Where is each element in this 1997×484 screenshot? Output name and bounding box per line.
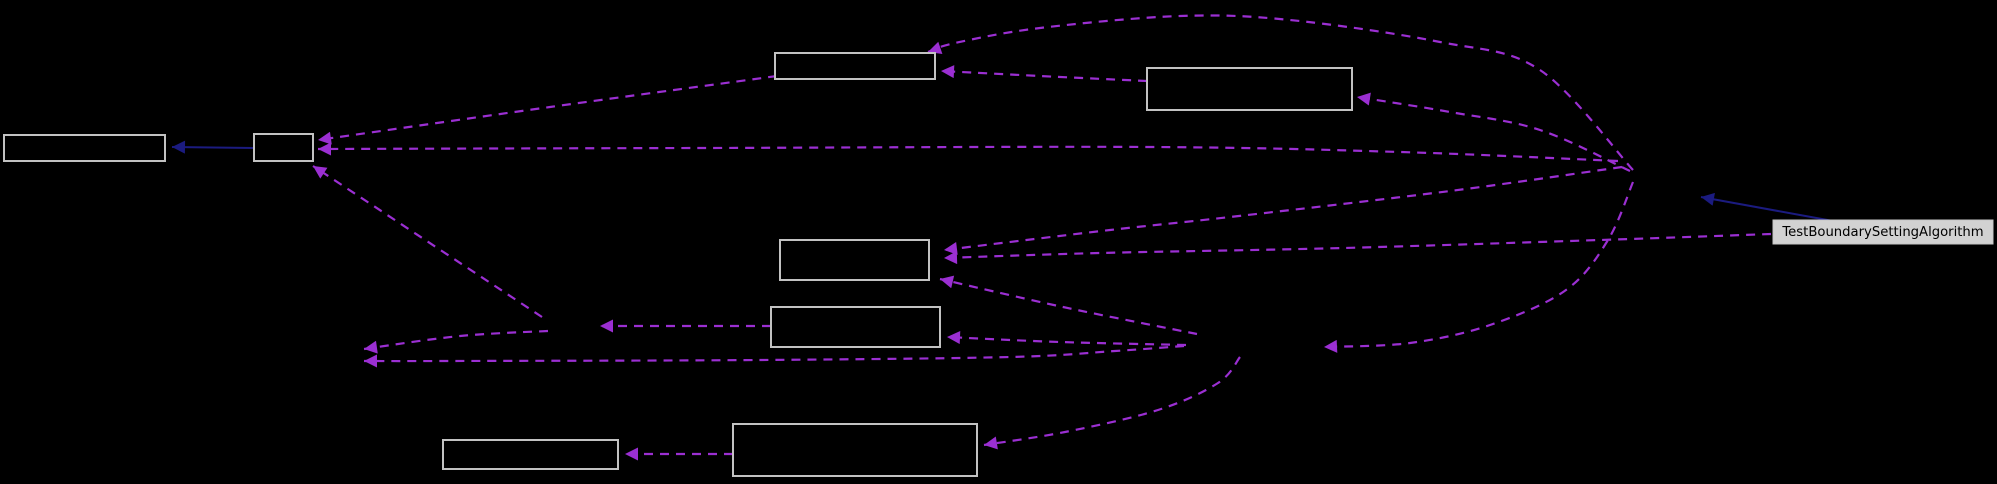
edge-lowhub-to-box5-corner (939, 275, 1198, 336)
node-box8-box[interactable] (732, 423, 978, 477)
edge-boxA-to-box2 (317, 74, 778, 145)
edge-hub-to-lowhub (1323, 181, 1635, 353)
edge-lowhub-to-left (363, 344, 1185, 368)
node-box6-box[interactable] (770, 306, 941, 348)
edge-test-to-hub (1700, 192, 1834, 222)
node-box6[interactable] (770, 306, 941, 348)
node-box7[interactable] (442, 439, 619, 470)
edge-mid-to-box2-corner (312, 165, 543, 318)
edge-hub-to-box2 (317, 142, 1619, 163)
node-box5-box[interactable] (779, 239, 930, 281)
edge-lowhub-to-box6 (946, 331, 1187, 347)
node-box7-box[interactable] (442, 439, 619, 470)
node-boxA[interactable] (774, 52, 936, 80)
edge-hub-to-box5-upper (943, 165, 1623, 255)
node-test-box[interactable] (1772, 219, 1994, 245)
edge-boxB-to-boxA (940, 65, 1148, 83)
node-box1[interactable] (3, 134, 166, 162)
edge-mid-to-left (363, 329, 549, 354)
edge-box2-to-box1 (171, 140, 255, 154)
node-test[interactable]: TestBoundarySettingAlgorithm (1772, 219, 1994, 245)
node-boxA-box[interactable] (774, 52, 936, 80)
node-boxB-box[interactable] (1146, 67, 1353, 111)
node-test-label: TestBoundarySettingAlgorithm (1781, 225, 1983, 240)
node-box2[interactable] (253, 133, 314, 162)
node-box8[interactable] (732, 423, 978, 477)
edge-hub-to-boxA-arc (927, 14, 1634, 171)
edge-hub-to-boxB (1356, 92, 1631, 173)
node-box2-box[interactable] (253, 133, 314, 162)
node-boxB[interactable] (1146, 67, 1353, 111)
node-box1-box[interactable] (3, 134, 166, 162)
node-box5[interactable] (779, 239, 930, 281)
edge-test-to-box5 (943, 232, 1772, 265)
edge-lowhub-to-box8 (983, 356, 1241, 450)
